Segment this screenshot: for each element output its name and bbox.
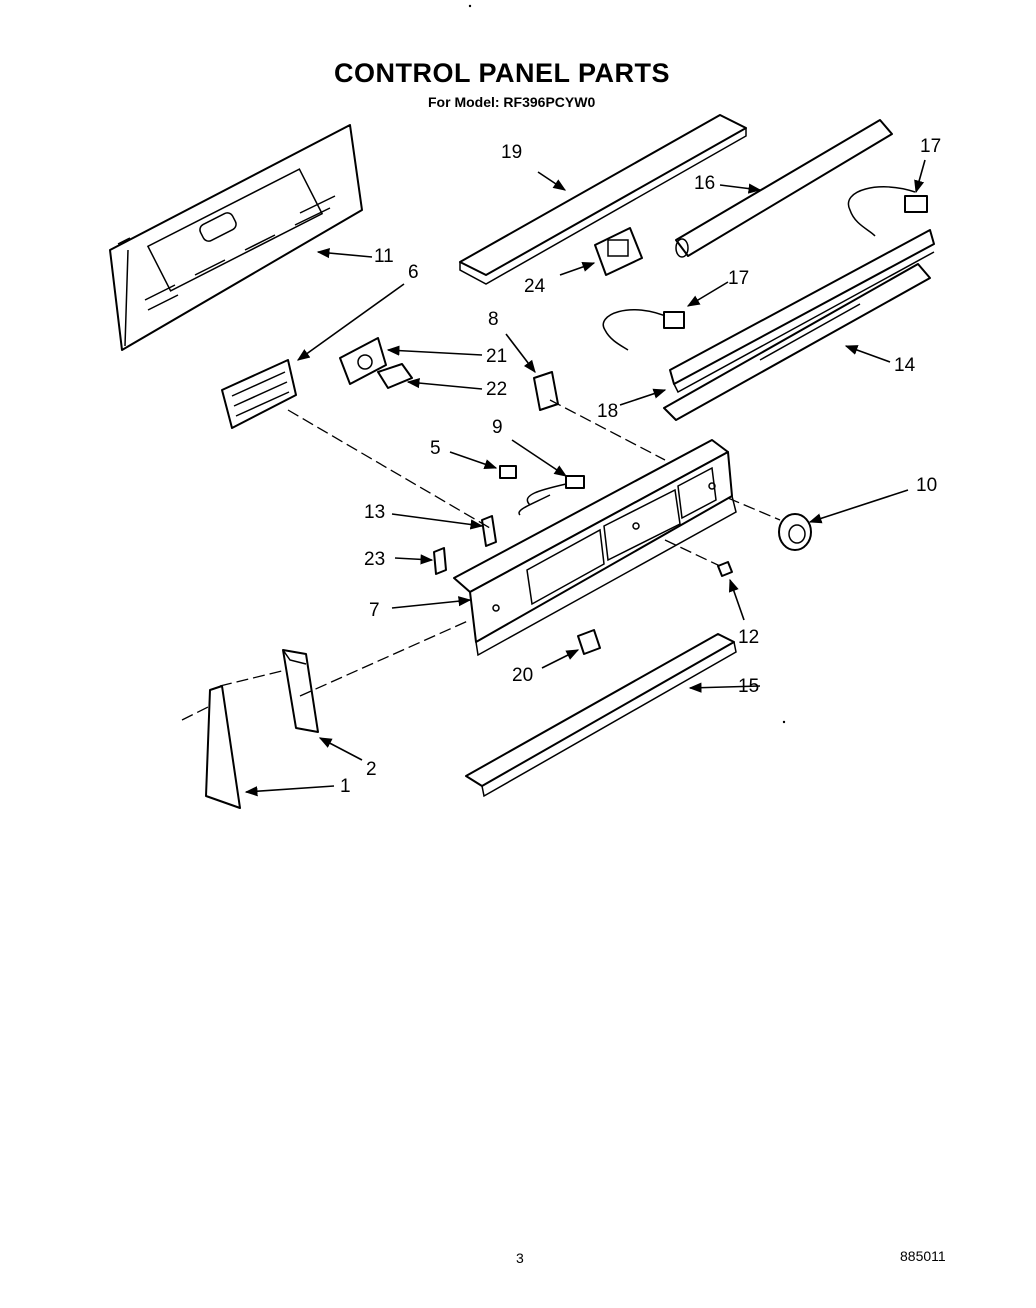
callout-15: 15 <box>738 676 759 697</box>
part-24-transformer <box>594 227 643 276</box>
part-2-end-bracket <box>282 649 319 733</box>
part-6-control-board <box>221 359 297 429</box>
callout-16: 16 <box>694 173 715 194</box>
callout-10: 10 <box>916 475 937 496</box>
leader-lines <box>244 159 926 797</box>
callout-23: 23 <box>364 549 385 570</box>
part-13-clip <box>481 515 497 547</box>
callout-1: 1 <box>340 776 351 797</box>
callout-17-upper: 17 <box>920 136 941 157</box>
part-1-end-cap <box>205 685 241 809</box>
callout-8: 8 <box>488 309 499 330</box>
callout-13: 13 <box>364 502 385 523</box>
callout-5: 5 <box>430 438 441 459</box>
part-18-lamp-channel <box>669 229 935 394</box>
part-23-clip <box>433 547 447 575</box>
part-14-bracket <box>663 263 931 421</box>
part-19-trim <box>459 114 747 285</box>
callout-9: 9 <box>492 417 503 438</box>
assembly-lines <box>181 399 781 721</box>
callout-19: 19 <box>501 142 522 163</box>
callout-17-lower: 17 <box>728 268 749 289</box>
callout-21: 21 <box>486 346 507 367</box>
callout-14: 14 <box>894 355 916 376</box>
callout-22: 22 <box>486 379 507 400</box>
part-9-harness <box>518 475 585 516</box>
model-subtitle: For Model: RF396PCYW0 <box>428 94 596 110</box>
part-17-socket-lower <box>602 309 685 351</box>
part-11-back-panel <box>109 124 363 351</box>
callout-7: 7 <box>369 600 380 621</box>
part-12-screw <box>717 561 733 577</box>
stray-dot <box>782 720 786 724</box>
callout-labels: 11 6 21 22 19 24 16 17 17 18 14 8 9 5 10… <box>340 136 941 797</box>
part-7-console <box>453 439 737 657</box>
callout-11: 11 <box>374 246 394 267</box>
part-21-bracket <box>339 337 387 385</box>
part-15-lower-trim <box>465 633 737 798</box>
part-8-switch <box>533 371 559 411</box>
callout-6: 6 <box>408 262 419 283</box>
part-5-connector <box>499 465 517 479</box>
part-17-socket-upper <box>847 186 928 237</box>
part-10-knob <box>778 513 812 551</box>
callout-12: 12 <box>738 627 759 648</box>
callout-24: 24 <box>524 276 546 297</box>
stray-dot <box>468 4 472 8</box>
callout-2: 2 <box>366 759 377 780</box>
callout-20: 20 <box>512 665 533 686</box>
page-title: CONTROL PANEL PARTS <box>334 58 671 88</box>
page-number: 3 <box>516 1250 524 1266</box>
callout-18: 18 <box>597 401 618 422</box>
part-20-clip <box>577 629 601 655</box>
document-code: 885011 <box>900 1248 946 1264</box>
part-16-tube <box>675 119 893 258</box>
